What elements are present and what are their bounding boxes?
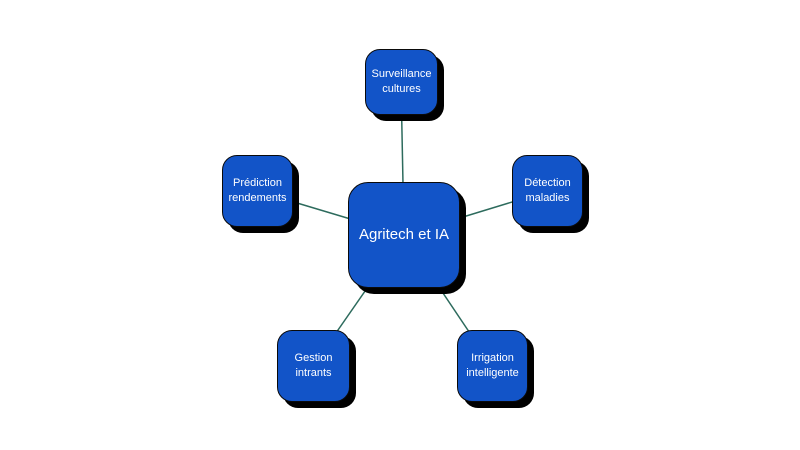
node-gestion-intrants[interactable]: Gestion intrants bbox=[277, 330, 350, 402]
node-agritech-et-ia[interactable]: Agritech et IA bbox=[348, 182, 460, 288]
node-surveillance-cultures-label: Surveillance cultures bbox=[371, 68, 432, 95]
node-prediction-rendements-label: Prédiction rendements bbox=[228, 177, 287, 204]
node-agritech-et-ia-label: Agritech et IA bbox=[358, 225, 450, 243]
node-detection-maladies[interactable]: Détection maladies bbox=[512, 155, 583, 227]
node-gestion-intrants-label: Gestion intrants bbox=[294, 352, 333, 379]
node-detection-maladies-label: Détection maladies bbox=[524, 177, 571, 204]
node-irrigation-intelligente-label: Irrigation intelligente bbox=[466, 352, 519, 379]
node-prediction-rendements[interactable]: Prédiction rendements bbox=[222, 155, 293, 227]
node-surveillance-cultures[interactable]: Surveillance cultures bbox=[365, 49, 438, 115]
node-irrigation-intelligente[interactable]: Irrigation intelligente bbox=[457, 330, 528, 402]
